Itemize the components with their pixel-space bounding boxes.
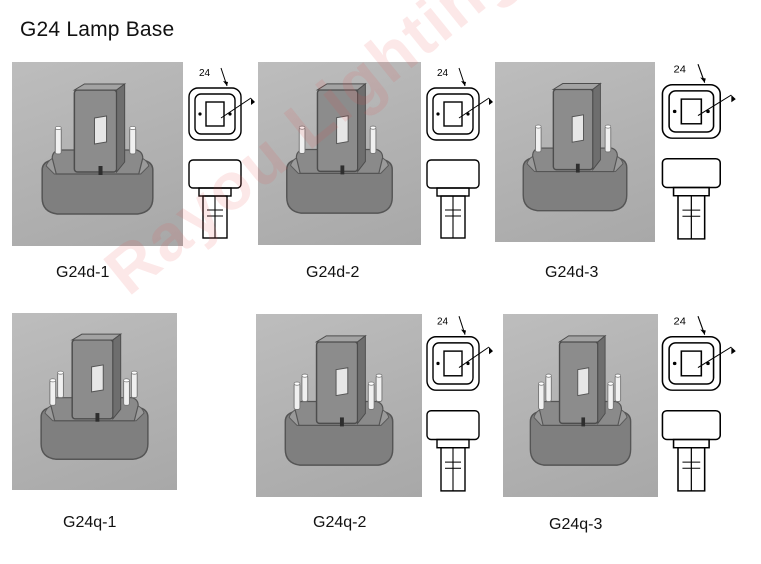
- caption-g24d-3: G24d-3: [545, 264, 599, 281]
- pin-diagram-drawing: 24: [661, 316, 736, 492]
- dimension-label: 24: [437, 316, 448, 327]
- caption-g24d-1: G24d-1: [56, 264, 110, 281]
- pin-diagram-g24d-1: 24: [185, 62, 257, 242]
- lamp-base-photo-g24q-2: [256, 314, 422, 497]
- lamp-base-drawing: [41, 83, 154, 215]
- lamp-base-drawing: [40, 333, 149, 460]
- lamp-base-drawing: [284, 334, 394, 466]
- pin-diagram-drawing: 24: [188, 67, 255, 239]
- dimension-label: 24: [199, 68, 211, 79]
- pin-diagram-drawing: 24: [661, 64, 736, 240]
- dimension-label: 24: [674, 64, 686, 76]
- pin-diagram-drawing: 24: [426, 67, 493, 239]
- page-title: G24 Lamp Base: [20, 18, 175, 41]
- caption-g24q-1: G24q-1: [63, 514, 117, 531]
- pin-diagram-g24d-2: 24: [423, 62, 495, 242]
- lamp-base-drawing: [522, 82, 628, 212]
- caption-g24q-3: G24q-3: [549, 516, 603, 533]
- pin-diagram-g24q-3: 24: [658, 310, 738, 495]
- caption-g24d-2: G24d-2: [306, 264, 360, 281]
- pin-diagram-g24d-3: 24: [658, 58, 738, 243]
- dimension-label: 24: [437, 68, 449, 79]
- lamp-base-photo-g24q-1: [12, 313, 177, 490]
- dimension-label: 24: [674, 316, 686, 328]
- lamp-base-photo-g24q-3: [503, 314, 658, 497]
- pin-diagram-g24q-2: 24: [423, 310, 495, 495]
- caption-g24q-2: G24q-2: [313, 514, 367, 531]
- lamp-base-drawing: [286, 82, 393, 214]
- lamp-base-drawing: [529, 334, 632, 466]
- lamp-base-photo-g24d-3: [495, 62, 655, 242]
- lamp-base-photo-g24d-1: [12, 62, 183, 246]
- pin-diagram-drawing: 24: [426, 316, 493, 492]
- lamp-base-photo-g24d-2: [258, 62, 421, 245]
